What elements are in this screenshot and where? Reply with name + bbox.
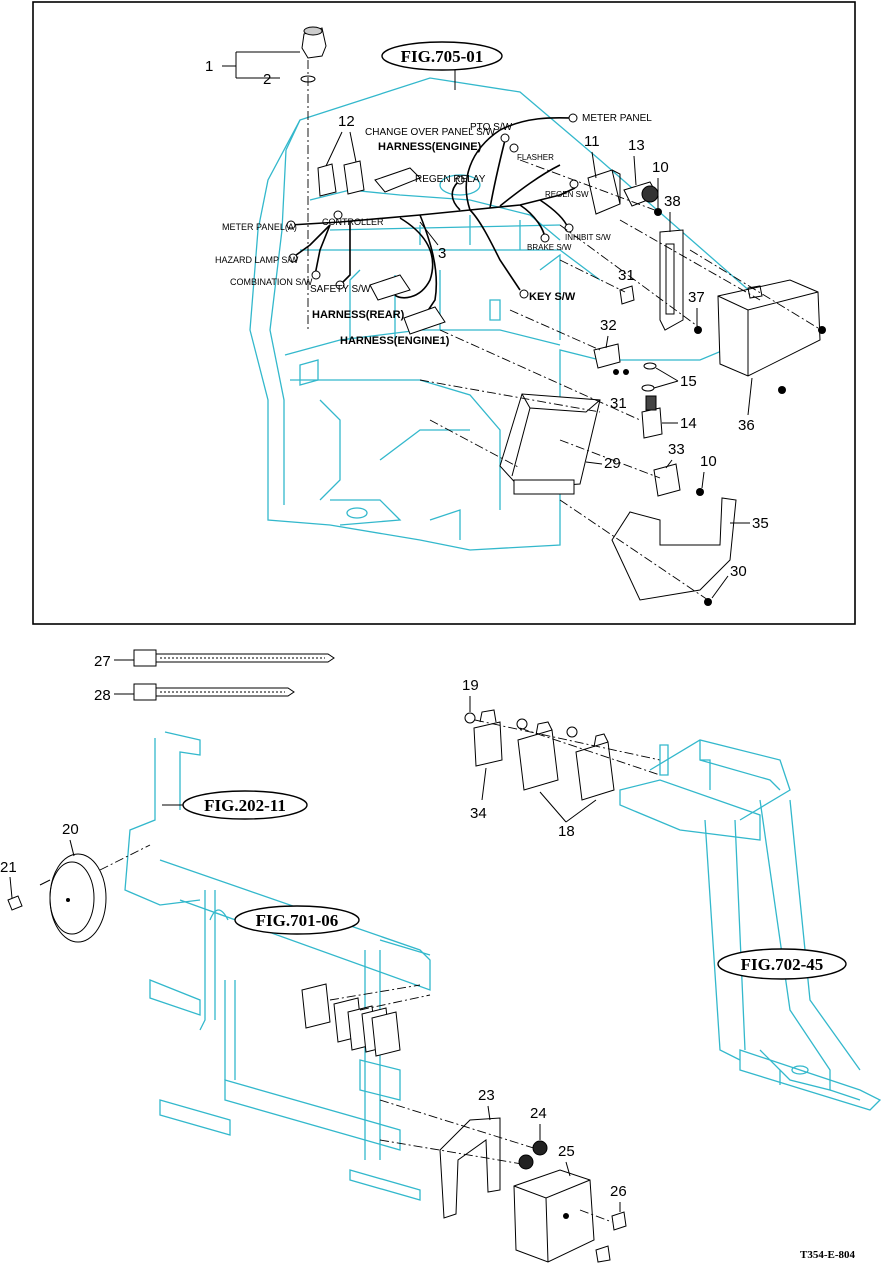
part-15-washers: 15 [641, 362, 697, 392]
label-regen-sw: REGEN SW [545, 190, 589, 199]
part-number-3: 3 [438, 245, 446, 262]
label-pto: PTO S/W [470, 122, 513, 133]
part-number-23: 23 [478, 1087, 495, 1104]
part-number-10a: 10 [652, 159, 669, 176]
label-controller: CONTROLLER [322, 217, 384, 227]
fig-701-06-bubble: FIG.701-06 [234, 905, 360, 935]
fig-701-06-label: FIG.701-06 [256, 911, 339, 930]
part-number-25: 25 [558, 1143, 575, 1160]
part-34-relay: 34 [470, 709, 503, 822]
part-number-24: 24 [530, 1105, 547, 1122]
part-number-33: 33 [668, 441, 685, 458]
fuse-block [301, 983, 431, 1057]
label-harness-engine: HARNESS(ENGINE) [378, 141, 482, 153]
part-number-11: 11 [584, 133, 600, 150]
part-number-36: 36 [738, 417, 755, 434]
part-number-38: 38 [664, 193, 681, 210]
part-number-34: 34 [470, 805, 487, 822]
label-meter-panel: METER PANEL [582, 113, 652, 124]
part-14-switch: 14 [641, 395, 697, 439]
label-safety: SAFETY S/W [310, 284, 371, 295]
main-figure-frame [32, 1, 856, 625]
fig-702-45-bubble: FIG.702-45 [717, 948, 847, 980]
part-31-bolt-b: 31 [610, 395, 627, 412]
part-number-18: 18 [558, 823, 575, 840]
label-hazard: HAZARD LAMP S/W [215, 255, 299, 265]
part-number-13: 13 [628, 137, 645, 154]
part-10-bolt-b: 10 [696, 453, 717, 496]
key-knob [300, 26, 327, 330]
part-20-horn: 20 [39, 821, 151, 943]
fig-702-45-label: FIG.702-45 [741, 955, 824, 974]
part-number-2: 2 [263, 71, 271, 88]
fig-705-01-bubble: FIG.705-01 [381, 41, 503, 90]
label-change-over: CHANGE OVER PANEL S/W [365, 127, 496, 138]
part-35-cover: 35 [611, 497, 769, 601]
connector-plugs [286, 113, 579, 335]
part-number-20: 20 [62, 821, 79, 838]
part-number-30: 30 [730, 563, 747, 580]
part-number-26: 26 [610, 1183, 627, 1200]
callout-1-2: 1 2 [205, 51, 300, 88]
lower-left-frame [124, 731, 431, 1201]
part-33-relay: 33 [653, 441, 685, 497]
part-number-1: 1 [205, 58, 213, 75]
drawing-code: T354-E-804 [800, 1249, 856, 1261]
part-number-21: 21 [0, 859, 17, 876]
wire-harness [289, 116, 576, 316]
part-25-module: 25 [513, 1143, 595, 1263]
part-number-29: 29 [604, 455, 621, 472]
part-number-12: 12 [338, 113, 355, 130]
part-number-31a: 31 [618, 267, 635, 284]
assembly-lines-top [419, 159, 819, 601]
part-18-relays: 18 [474, 718, 661, 840]
part-29-ecu: 29 [499, 393, 621, 495]
callout-12-3: 12 3 [325, 113, 446, 262]
label-brake: BRAKE S/W [527, 243, 572, 252]
part-31-bolt-a: 31 [618, 267, 635, 305]
part-number-27: 27 [94, 653, 111, 670]
part-number-15: 15 [680, 373, 697, 390]
cable-tie-28: 28 [94, 683, 295, 704]
fig-202-11-bubble: FIG.202-11 [162, 790, 308, 820]
cable-tie-27: 27 [94, 649, 335, 670]
part-30-bolt: 30 [704, 563, 747, 606]
label-key: KEY S/W [529, 291, 576, 303]
fig-202-11-label: FIG.202-11 [204, 796, 286, 815]
part-number-37: 37 [688, 289, 705, 306]
label-flasher: FLASHER [517, 153, 554, 162]
part-23-bracket: 23 [379, 1087, 541, 1219]
part-26-bolts: 26 [579, 1183, 627, 1263]
part-number-14: 14 [680, 415, 697, 432]
label-regen-relay: REGEN RELAY [415, 174, 486, 185]
part-number-31b: 31 [610, 395, 627, 412]
label-inhibit: INHIBIT S/W [565, 233, 611, 242]
part-10-bolt-a: 10 [652, 159, 669, 216]
fig-705-01-label: FIG.705-01 [401, 47, 484, 66]
part-32-bracket: 32 [593, 317, 629, 375]
label-meter-panel-a: METER PANEL(A) [222, 222, 297, 232]
label-harness-rear: HARNESS(REAR) [312, 309, 405, 321]
part-number-10b: 10 [700, 453, 717, 470]
connector-labels: METER PANEL CHANGE OVER PANEL S/W PTO S/… [215, 113, 652, 347]
part-24-nuts: 24 [518, 1105, 548, 1170]
part-37-bolt: 37 [688, 289, 705, 334]
part-number-35: 35 [752, 515, 769, 532]
part-38-bracket: 38 [659, 193, 684, 331]
part-number-28: 28 [94, 687, 111, 704]
part-number-32: 32 [600, 317, 617, 334]
part-21-bolt: 21 [0, 859, 23, 911]
part-36-module: 36 [717, 279, 826, 434]
label-harness-engine1: HARNESS(ENGINE1) [340, 335, 450, 347]
label-combination: COMBINATION S/W [230, 277, 313, 287]
part-number-19: 19 [462, 677, 479, 694]
lower-right-frame [619, 739, 882, 1111]
part-11-relay: 11 [584, 133, 621, 215]
part-19-nut: 19 [462, 677, 479, 724]
